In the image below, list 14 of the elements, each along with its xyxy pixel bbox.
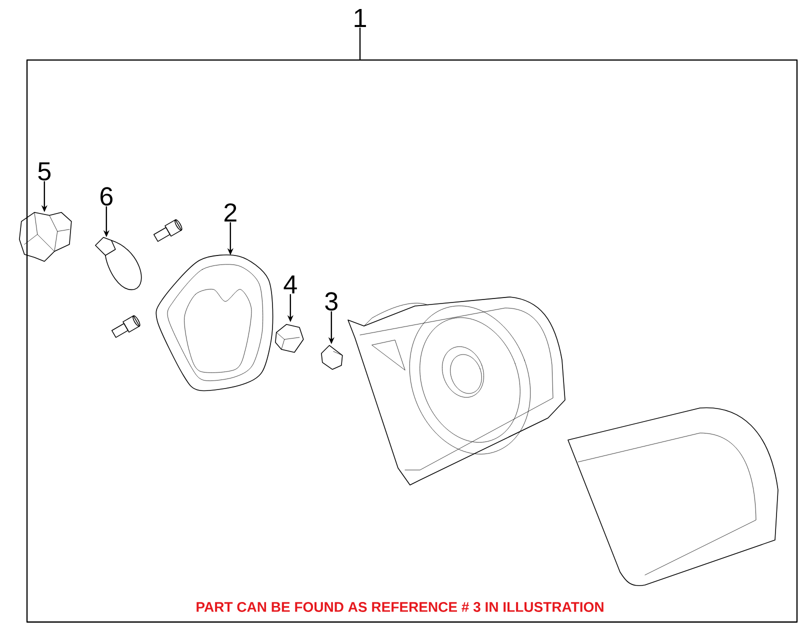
nut-drawing	[275, 324, 304, 353]
bulb-drawing	[95, 237, 142, 290]
callout-number: 3	[325, 292, 338, 311]
callout-number: 6	[100, 187, 112, 206]
callout-number: 1	[354, 9, 366, 27]
caption: PART CAN BE FOUND AS REFERENCE # 3 IN ILLUSTRATION	[196, 602, 604, 612]
callout-number: 5	[38, 162, 51, 180]
callout-number: 2	[224, 203, 236, 222]
gasket-drawing	[156, 254, 274, 392]
frame	[26, 59, 798, 623]
callout-number: 4	[284, 275, 297, 294]
grommet-drawing	[321, 345, 343, 370]
socket-drawing	[19, 212, 72, 262]
leader-line	[359, 28, 361, 60]
